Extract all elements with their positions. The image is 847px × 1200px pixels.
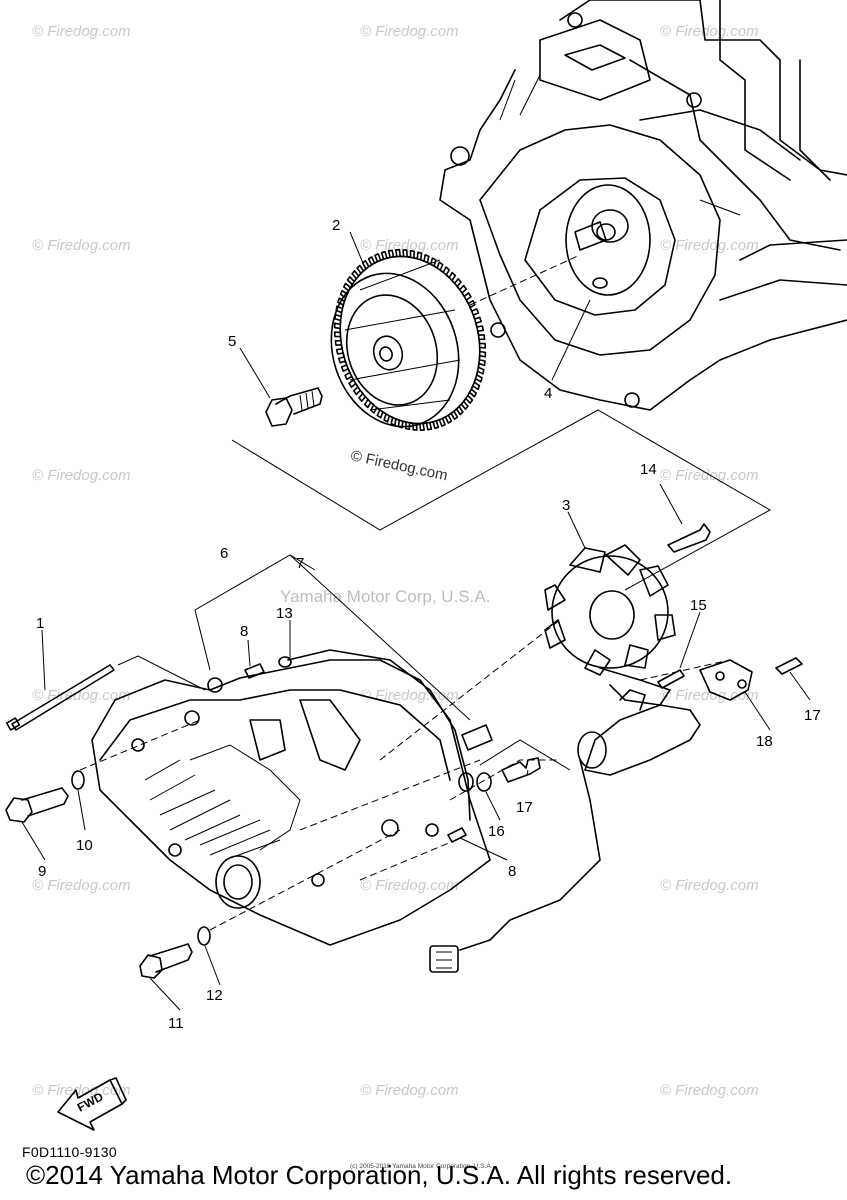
watermark: © Firedog.com xyxy=(360,237,459,254)
callout-12: 12 xyxy=(206,987,223,1004)
stator xyxy=(544,544,676,706)
bracket-lines xyxy=(194,554,316,671)
watermark: © Firedog.com xyxy=(660,687,759,704)
callout-2: 2 xyxy=(332,217,340,234)
cover-bolt xyxy=(5,797,33,823)
watermark: © Firedog.com xyxy=(660,23,759,40)
washer xyxy=(476,772,492,792)
callout-1: 1 xyxy=(36,615,44,632)
watermark: © Firedog.com xyxy=(32,467,131,484)
callout-8: 8 xyxy=(240,623,248,640)
leader-line xyxy=(469,254,581,306)
stator-bolt xyxy=(667,523,711,553)
callout-18: 18 xyxy=(756,733,773,750)
pickup-coil xyxy=(577,657,803,776)
watermark-corp: Yamaha Motor Corp, U.S.A. xyxy=(280,587,490,606)
callout-15: 15 xyxy=(690,597,707,614)
callout-6: 6 xyxy=(220,545,228,562)
watermark: © Firedog.com xyxy=(360,877,459,894)
washer xyxy=(197,926,211,946)
watermark: © Firedog.com xyxy=(360,23,459,40)
bracket-lines xyxy=(231,409,772,591)
connector xyxy=(429,945,459,973)
crankcase-cover xyxy=(91,659,491,946)
watermark-layer: © Firedog.com © Firedog.com © Firedog.co… xyxy=(32,23,759,1099)
callout-8: 8 xyxy=(508,863,516,880)
engine-block xyxy=(439,0,847,411)
dowel-pin xyxy=(461,724,493,751)
watermark: © Firedog.com xyxy=(32,687,131,704)
dowel-pin xyxy=(447,827,467,843)
copyright-notice: ©2014 Yamaha Motor Corporation, U.S.A. A… xyxy=(26,1160,733,1190)
washer xyxy=(71,770,85,790)
callouts: 2 5 4 3 14 6 7 1 8 13 15 17 18 17 16 10 … xyxy=(36,217,821,1032)
watermark-center: © Firedog.com xyxy=(349,447,449,484)
diagram-code: F0D1110-9130 xyxy=(22,1144,117,1160)
cover-gasket xyxy=(287,649,471,821)
callout-11: 11 xyxy=(168,1015,184,1032)
callout-10: 10 xyxy=(76,837,93,854)
callout-16: 16 xyxy=(488,823,505,840)
wire-harness xyxy=(459,759,601,951)
watermark: © Firedog.com xyxy=(32,877,131,894)
watermark: © Firedog.com xyxy=(660,237,759,254)
flywheel xyxy=(330,249,487,431)
watermark: © Firedog.com xyxy=(660,877,759,894)
watermark: © Firedog.com xyxy=(360,1082,459,1099)
callout-5: 5 xyxy=(228,333,236,350)
cover-bolt xyxy=(139,954,163,979)
watermark: © Firedog.com xyxy=(32,237,131,254)
bracket-bolt xyxy=(501,757,541,783)
callout-3: 3 xyxy=(562,497,570,514)
callout-9: 9 xyxy=(38,863,46,880)
fine-print: (c) 2005-2016 Yamaha Motor Corporation, … xyxy=(350,1163,493,1170)
callout-17: 17 xyxy=(804,707,821,724)
watermark: © Firedog.com xyxy=(660,1082,759,1099)
callout-7: 7 xyxy=(296,555,304,572)
watermark: © Firedog.com xyxy=(660,467,759,484)
callout-leaders xyxy=(21,231,811,1011)
flywheel-bolt xyxy=(265,387,323,427)
watermark: © Firedog.com xyxy=(32,23,131,40)
callout-4: 4 xyxy=(544,385,552,402)
callout-13: 13 xyxy=(276,605,293,622)
callout-17: 17 xyxy=(516,799,533,816)
callout-14: 14 xyxy=(640,461,657,478)
dowel-pin xyxy=(244,663,265,679)
watermark: © Firedog.com xyxy=(32,1082,131,1099)
